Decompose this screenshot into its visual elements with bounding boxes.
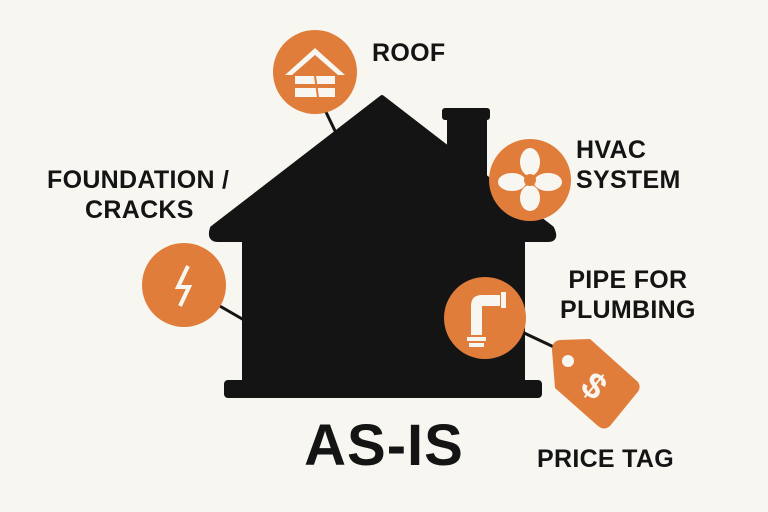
plumbing-label: PIPE FOR PLUMBING xyxy=(560,265,696,325)
price-tag-icon: $ xyxy=(552,339,640,429)
plumbing-label-line1: PIPE FOR xyxy=(568,266,688,294)
roof-label-text: ROOF xyxy=(372,39,446,67)
foundation-label-line1: FOUNDATION / xyxy=(47,166,230,194)
plumbing-connector xyxy=(521,330,557,350)
fan-icon xyxy=(489,139,571,221)
foundation-label-line2: CRACKS xyxy=(85,196,194,224)
as-is-title: AS-IS xyxy=(304,413,464,478)
hvac-label-line2: SYSTEM xyxy=(576,166,681,194)
price-tag-label-text: PRICE TAG xyxy=(537,445,674,473)
hvac-label: HVAC SYSTEM xyxy=(576,135,681,195)
pipe-icon xyxy=(444,277,526,359)
house-silhouette xyxy=(208,95,557,398)
roof-icon xyxy=(273,30,357,114)
plumbing-label-line2: PLUMBING xyxy=(560,296,696,324)
roof-label: ROOF xyxy=(372,38,445,68)
hvac-label-line1: HVAC xyxy=(576,136,647,164)
foundation-connector xyxy=(217,303,245,322)
crack-icon xyxy=(142,243,226,327)
price-tag-label: PRICE TAG xyxy=(537,444,674,474)
foundation-label: FOUNDATION / CRACKS xyxy=(47,165,229,225)
